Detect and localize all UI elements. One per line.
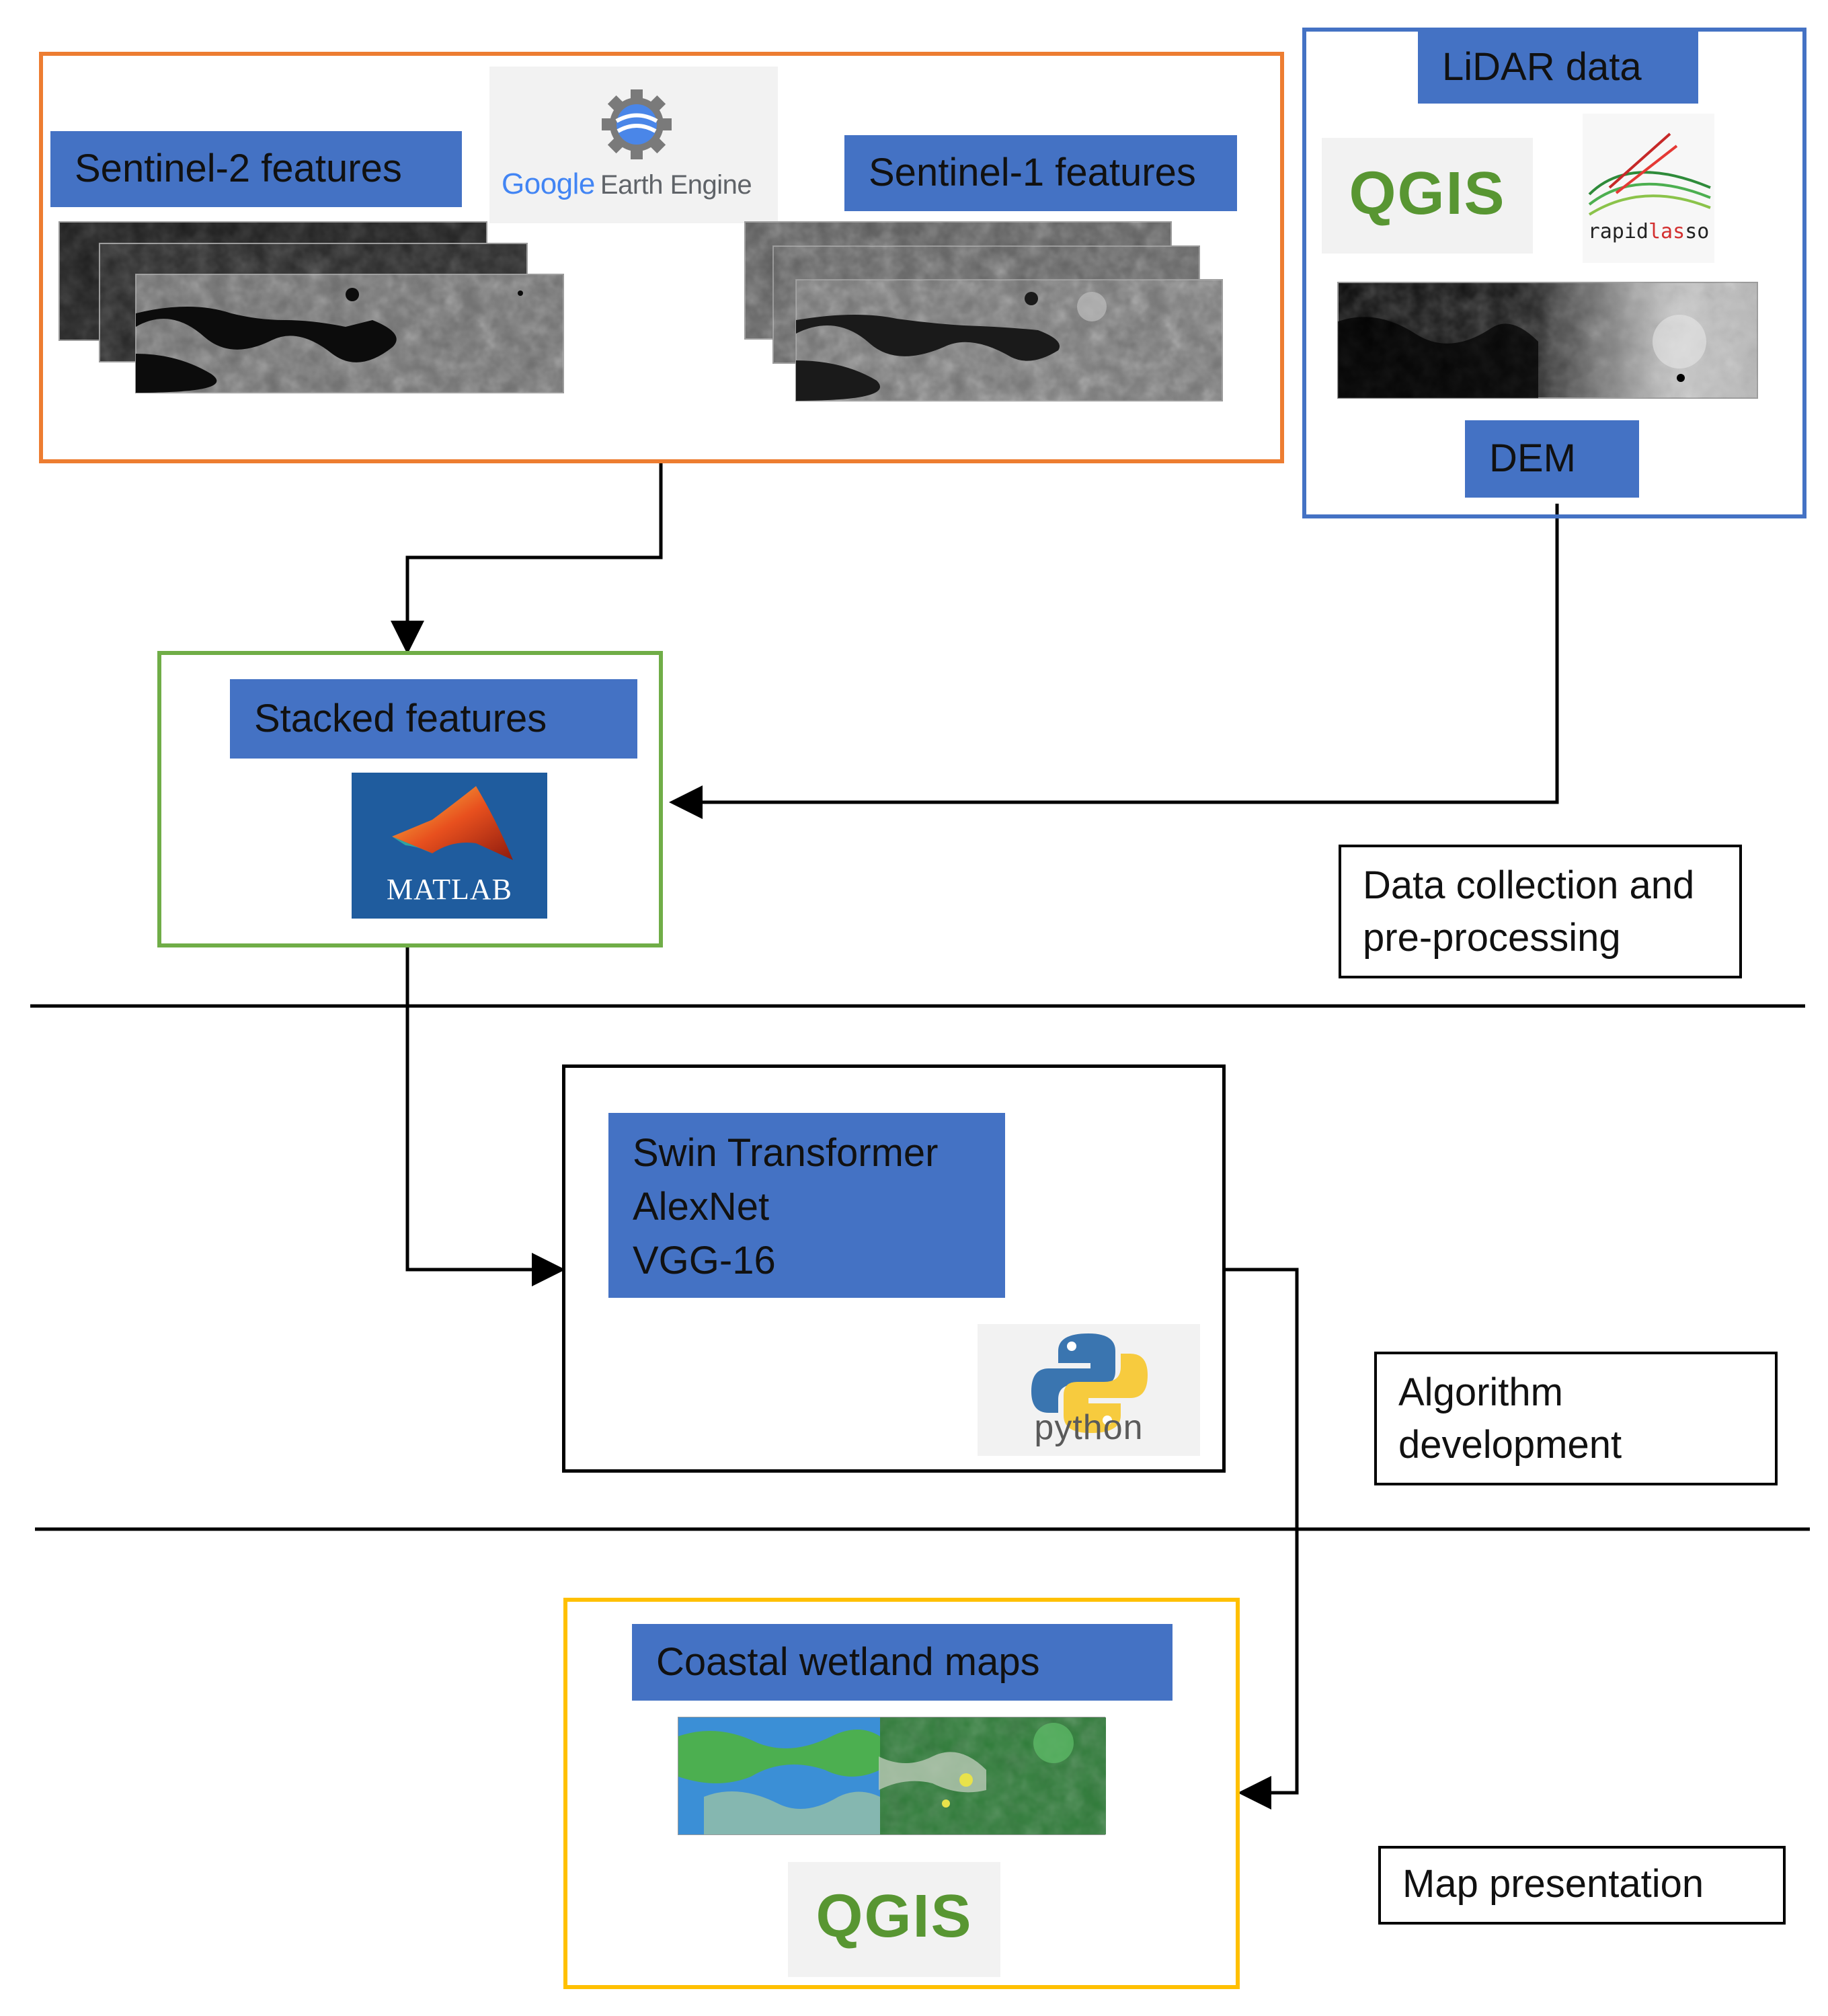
- stage-text-data-collection-line1: Data collection and: [1363, 863, 1695, 907]
- model-swin-transformer: Swin Transformer: [633, 1131, 939, 1175]
- rapidlasso-wordmark: rapidlasso: [1587, 220, 1710, 243]
- stage-text-algorithm-line2: development: [1398, 1423, 1622, 1467]
- sentinel-group-frame: [39, 52, 1284, 463]
- python-wordmark: python: [1034, 1408, 1144, 1447]
- coastal-wetland-maps-label: Coastal wetland maps: [632, 1624, 1173, 1701]
- rapidlasso-logo: rapidlasso: [1583, 114, 1714, 263]
- matlab-membrane-icon: [392, 786, 513, 860]
- stage-text-map-presentation: Map presentation: [1402, 1862, 1704, 1906]
- sentinel1-label: Sentinel-1 features: [844, 135, 1237, 211]
- stacked-features-label: Stacked features: [230, 679, 637, 759]
- arrow-models-to-maps: [1226, 1268, 1299, 1810]
- arrow-stack-to-models: [405, 947, 565, 1286]
- stage-box-map-presentation: Map presentation: [1378, 1846, 1786, 1925]
- sentinel2-image-stack: [58, 221, 564, 393]
- python-snakes-icon: [1031, 1333, 1148, 1433]
- model-vgg16: VGG-16: [633, 1239, 776, 1283]
- dem-label: DEM: [1465, 420, 1639, 498]
- qgis-wordmark-2: QGIS: [816, 1883, 973, 1950]
- python-logo: python: [978, 1324, 1200, 1456]
- stage-text-data-collection-line2: pre-processing: [1363, 916, 1621, 960]
- stage-box-data-collection: Data collection and pre-processing: [1339, 845, 1742, 978]
- matlab-wordmark: MATLAB: [387, 873, 512, 906]
- qgis-logo-2: QGIS: [788, 1862, 1000, 1977]
- dem-image: [1337, 282, 1758, 399]
- algorithm-box-frame: [562, 1064, 1226, 1473]
- stacked-features-frame: [157, 651, 663, 947]
- arrow-sentinel-to-stack: [391, 463, 663, 654]
- arrow-dem-to-stack: [669, 504, 1559, 819]
- sentinel2-label: Sentinel-2 features: [50, 131, 462, 207]
- stage-text-algorithm-line1: Algorithm: [1398, 1370, 1563, 1414]
- rapidlasso-swoosh-icon: [1588, 132, 1711, 216]
- qgis-logo: QGIS: [1322, 138, 1533, 254]
- sentinel1-image-stack: [744, 221, 1223, 401]
- lidar-label: LiDAR data: [1418, 31, 1698, 104]
- matlab-logo: MATLAB: [352, 773, 547, 919]
- model-alexnet: AlexNet: [633, 1185, 770, 1229]
- lidar-group-frame: [1302, 28, 1806, 518]
- models-label: Swin Transformer AlexNet VGG-16: [608, 1113, 1005, 1298]
- maps-group-frame: [563, 1598, 1240, 1989]
- wetland-map-image: [678, 1717, 1106, 1835]
- gear-globe-icon: [602, 89, 672, 159]
- stage-box-algorithm-development: Algorithm development: [1374, 1352, 1778, 1485]
- qgis-wordmark: QGIS: [1349, 160, 1506, 227]
